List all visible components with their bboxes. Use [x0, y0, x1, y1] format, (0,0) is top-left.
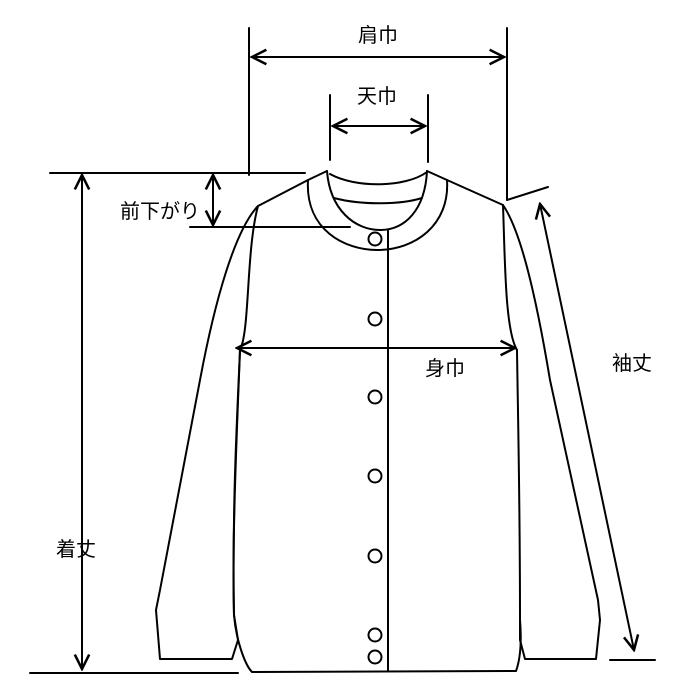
button-4 [367, 468, 383, 484]
front-neck-drop-label: 前下がり [120, 199, 200, 223]
buttons [367, 231, 383, 665]
back-neck-inner [333, 197, 423, 205]
sleeve-top-reference [506, 186, 549, 201]
button-3 [367, 389, 383, 405]
body-width-label: 身巾 [425, 356, 465, 380]
left-sleeve [155, 205, 259, 660]
button-1 [367, 231, 383, 247]
right-shoulder [426, 170, 504, 206]
dimension-lines [29, 27, 656, 674]
button-7 [367, 649, 383, 665]
button-2 [367, 311, 383, 327]
button-6 [367, 627, 383, 643]
total-length-label: 着丈 [56, 537, 96, 561]
sleeve-length-arrow [540, 204, 634, 650]
labels: 肩巾 天巾 前下がり 身巾 袖丈 着丈 [56, 23, 652, 561]
collar-inner [326, 170, 428, 231]
back-neck [329, 171, 428, 186]
button-5 [367, 548, 383, 564]
left-shoulder [257, 170, 328, 207]
shoulder-width-label: 肩巾 [358, 23, 398, 47]
neck-width-label: 天巾 [357, 84, 397, 108]
body-left-edge [232, 349, 522, 673]
collar-outer [306, 179, 449, 251]
garment-outline [155, 170, 601, 673]
sleeve-length-label: 袖丈 [612, 351, 652, 375]
